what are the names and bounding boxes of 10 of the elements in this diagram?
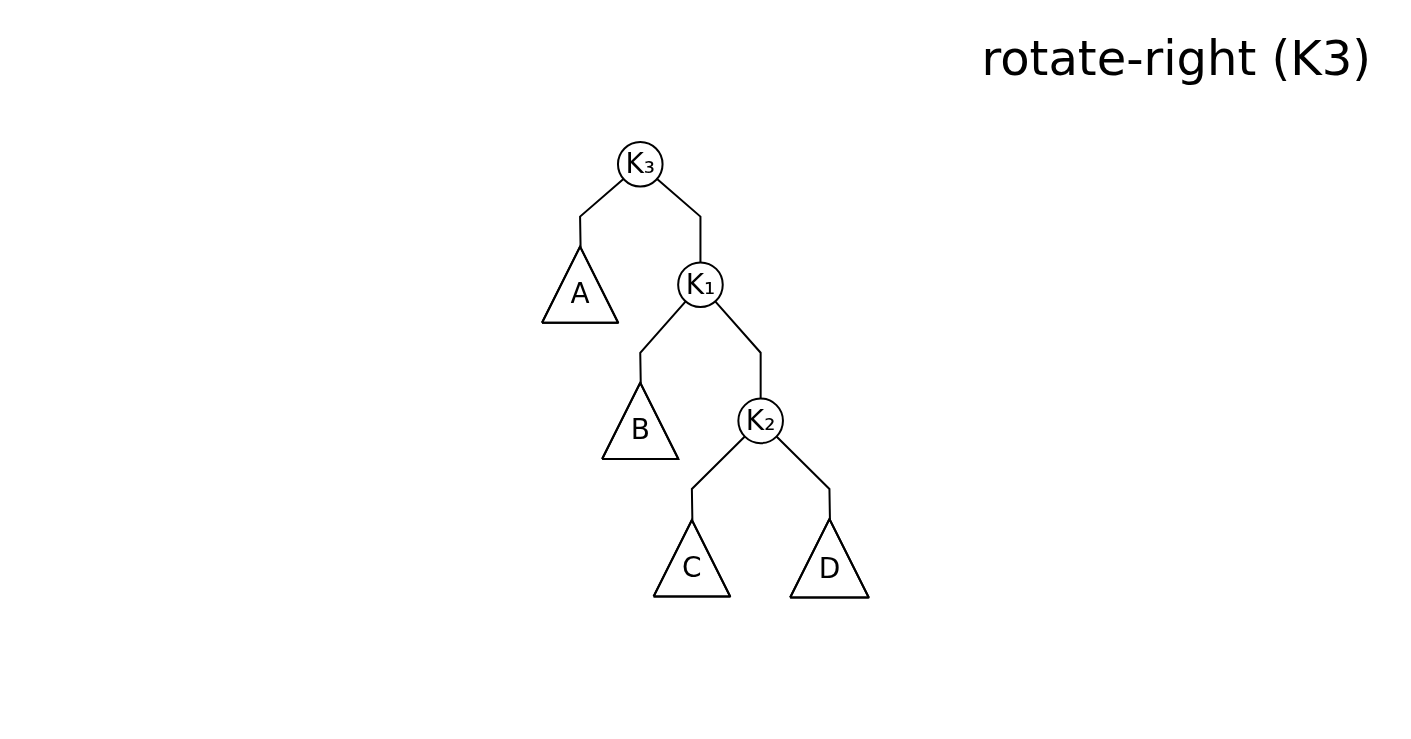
connector	[579, 177, 625, 248]
connector	[691, 435, 746, 522]
node-circle: K₁	[677, 261, 724, 308]
node-circle: K₃	[617, 140, 664, 188]
diagram-title: rotate-right (K3)	[981, 30, 1371, 86]
connector	[656, 177, 702, 264]
connector	[639, 300, 687, 384]
connector	[714, 300, 762, 400]
node-circle: K₂	[737, 397, 785, 444]
connector	[775, 435, 832, 521]
